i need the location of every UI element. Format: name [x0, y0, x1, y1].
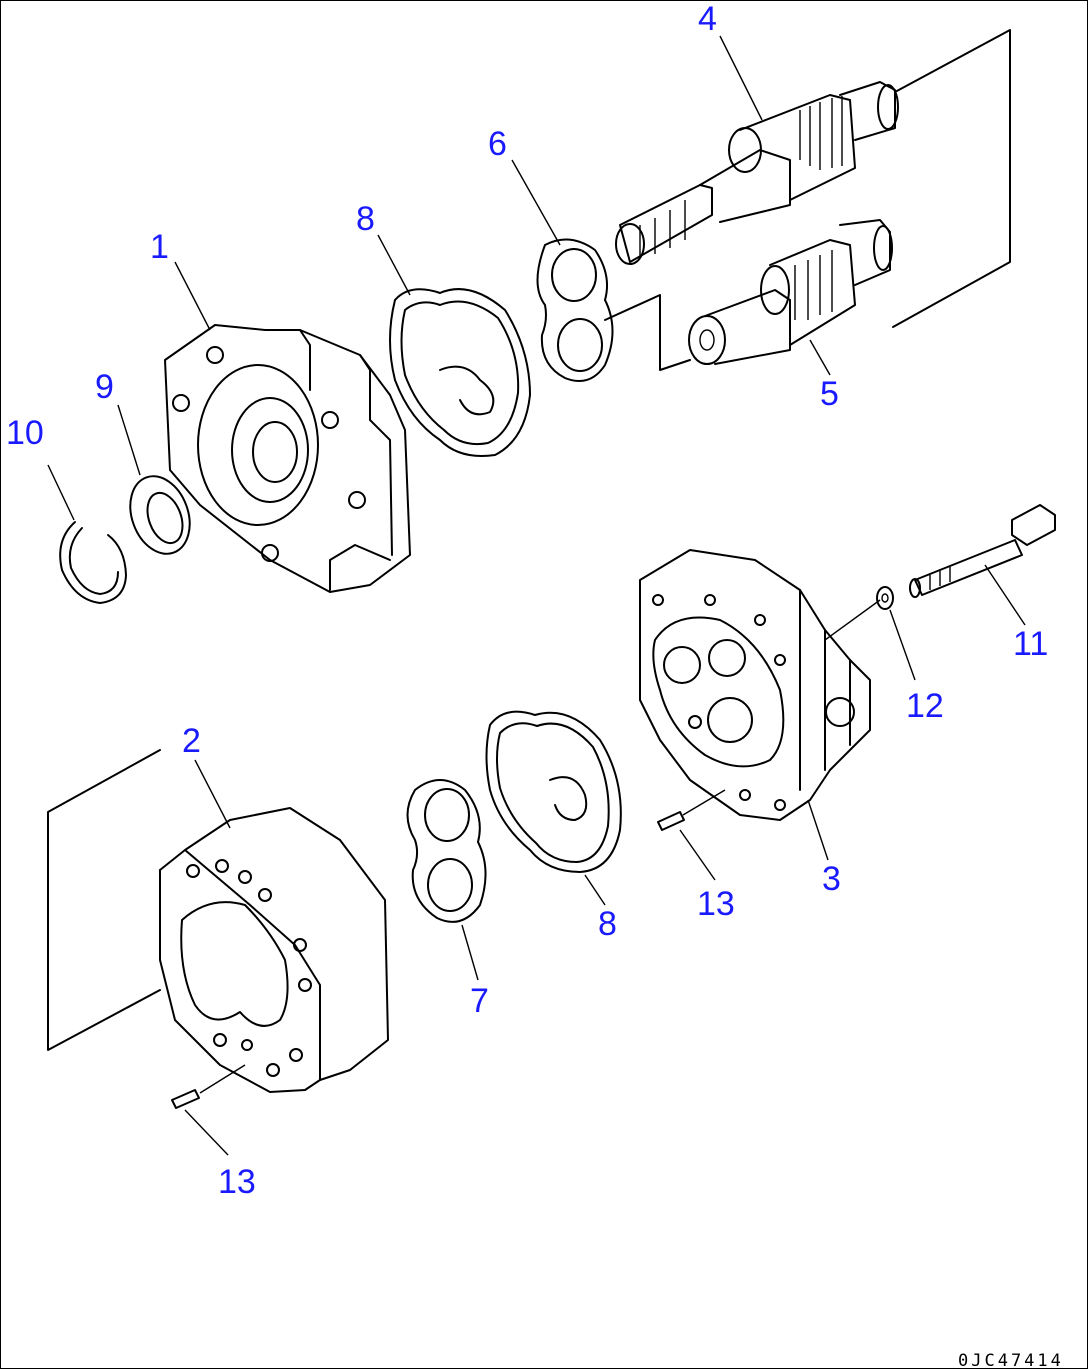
- part-10-snap-ring: [59, 521, 127, 604]
- part-2-gear-housing: [47, 749, 389, 1093]
- leader-lines: [47, 35, 1026, 1156]
- part-12-washer: [876, 586, 894, 610]
- callout-1: 1: [150, 228, 169, 266]
- callout-13-upper: 13: [697, 885, 735, 923]
- callout-3: 3: [822, 860, 841, 898]
- part-8-gasket-lower: [485, 710, 622, 873]
- part-13-dowel-pin-upper: [657, 811, 685, 831]
- callout-4: 4: [698, 0, 717, 38]
- part-13-dowel-pin-lower: [171, 1089, 200, 1109]
- part-6-bushing-plate: [536, 238, 614, 382]
- callout-5: 5: [820, 375, 839, 413]
- callout-2: 2: [182, 722, 201, 760]
- part-1-front-cover: [164, 324, 411, 593]
- part-5-driven-shaft: [604, 219, 893, 371]
- callout-6: 6: [488, 125, 507, 163]
- drawing-code: 0JC47414: [958, 1351, 1064, 1371]
- part-3-rear-cover: [639, 549, 871, 821]
- callout-7: 7: [470, 982, 489, 1020]
- callout-13-lower: 13: [218, 1163, 256, 1201]
- callout-labels: 1 2 3 4 5 6 7 8 8 9 10 11 12 13 13: [6, 0, 1048, 1201]
- part-11-bolt: [909, 504, 1056, 598]
- callout-12: 12: [906, 687, 944, 725]
- callout-8-upper: 8: [356, 200, 375, 238]
- part-8-gasket-upper: [389, 288, 531, 457]
- callout-11: 11: [1013, 625, 1048, 663]
- part-4-drive-shaft: [615, 29, 1011, 328]
- callout-9: 9: [95, 368, 114, 406]
- callout-8-lower: 8: [598, 905, 617, 943]
- part-7-bushing-plate: [406, 779, 487, 923]
- callout-10: 10: [6, 414, 44, 452]
- part-9-oil-seal: [129, 475, 191, 555]
